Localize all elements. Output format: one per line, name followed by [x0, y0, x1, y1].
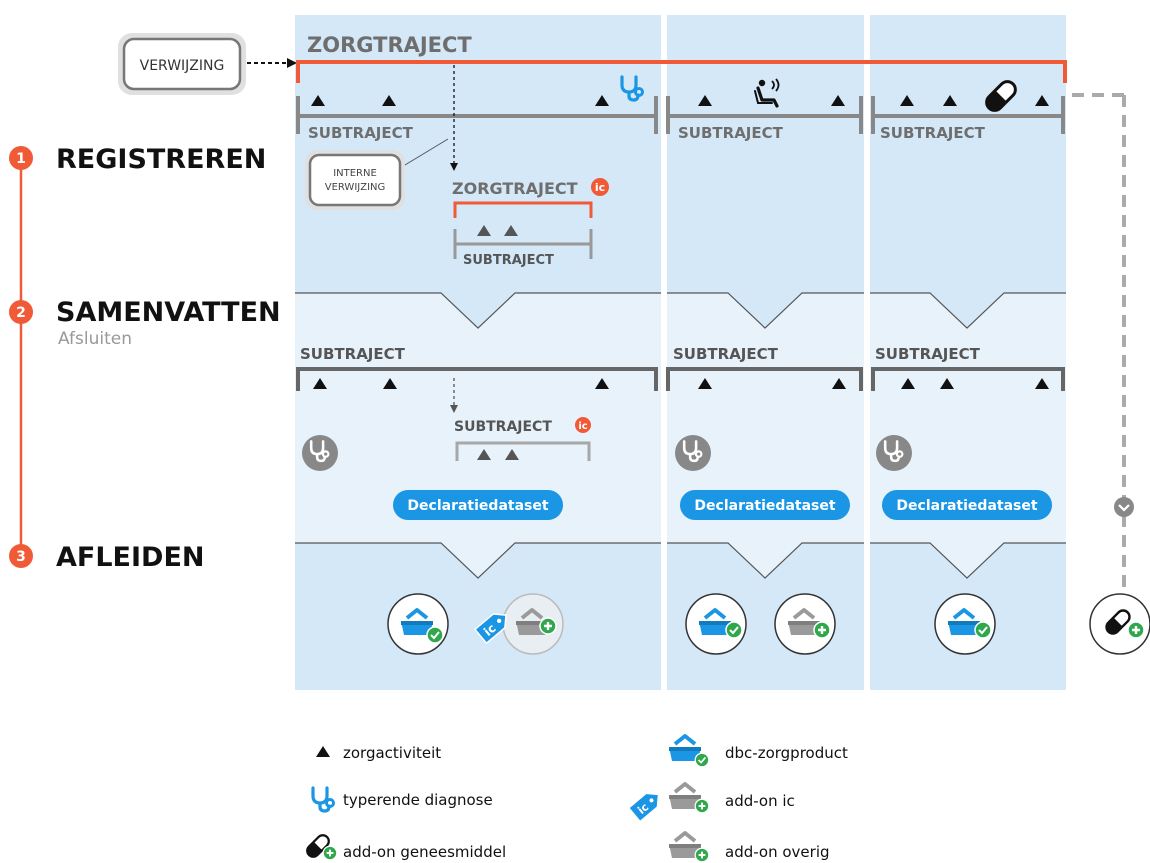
step-1: 1 REGISTREREN: [9, 144, 266, 175]
legend-label-addon-ic: add-on ic: [725, 792, 795, 810]
product-addon-overig-2: [774, 593, 836, 655]
product-dbc-3: [934, 593, 996, 655]
interne-verwijzing-box: INTERNE VERWIJZING: [305, 138, 449, 210]
declaratiedataset-label-3: Declaratiedataset: [896, 498, 1037, 514]
legend-label-zorgactiviteit: zorgactiviteit: [343, 744, 441, 762]
product-dbc-1: [387, 593, 449, 655]
step-2-sublabel: Afsluiten: [58, 329, 132, 349]
legend-item-diagnose: typerende diagnose: [311, 786, 493, 813]
subtraject-sum-label-3: SUBTRAJECT: [875, 345, 981, 363]
ic-tag-icon: ic: [473, 613, 507, 645]
legend-item-geneesmiddel: add-on geneesmiddel: [303, 831, 506, 861]
ic-badge: ic: [591, 178, 609, 196]
step-3-label: AFLEIDEN: [56, 542, 205, 573]
subtraject-sum-label-2: SUBTRAJECT: [673, 345, 779, 363]
legend-item-dbc-zorgproduct: dbc-zorgproduct: [667, 734, 848, 768]
subtraject-ic-sum-label: SUBTRAJECT: [454, 419, 552, 435]
step-1-number: 1: [16, 151, 26, 167]
ic-badge-sum: ic: [575, 417, 591, 433]
step-1-label: REGISTREREN: [56, 144, 266, 175]
legend-item-addon-overig: add-on overig: [667, 831, 830, 863]
legend-label-dbc-zorgproduct: dbc-zorgproduct: [725, 744, 848, 762]
zorgtraject-ic-label: ZORGTRAJECT: [452, 179, 578, 198]
external-path: [1072, 93, 1134, 590]
declaratiedataset-pill-1: Declaratiedataset: [393, 490, 563, 520]
subtraject-label-2: SUBTRAJECT: [678, 124, 784, 142]
diagnose-circle-2: [675, 435, 711, 471]
internal-arrow-sum: [450, 378, 458, 413]
legend: zorgactiviteit typerende diagnose add-on…: [303, 734, 848, 863]
ic-badge-sum-text: ic: [578, 421, 587, 432]
ic-tag-icon: ic: [629, 794, 658, 821]
subtraject-ic-label: SUBTRAJECT: [463, 253, 554, 268]
verwijzing-box: VERWIJZING: [118, 33, 297, 95]
declaratiedataset-pill-2: Declaratiedataset: [680, 490, 850, 520]
step-3: 3 AFLEIDEN: [9, 542, 205, 573]
subtraject-label-1: SUBTRAJECT: [308, 124, 414, 142]
declaratiedataset-label-1: Declaratiedataset: [407, 498, 548, 514]
legend-label-diagnose: typerende diagnose: [343, 791, 493, 809]
zorgtraject-bracket: [296, 60, 1067, 83]
diagnose-circle-1: [302, 435, 338, 471]
stethoscope-icon: [311, 786, 336, 813]
zorgtraject-title: ZORGTRAJECT: [307, 33, 472, 57]
subtraject-bars-top: [296, 96, 1065, 134]
process-steps: 1 REGISTREREN 2 SAMENVATTEN Afsluiten 3 …: [9, 144, 281, 573]
product-addon-geneesmiddel: [1089, 593, 1150, 655]
chair-icon: [754, 78, 780, 108]
ic-badge-text: ic: [595, 181, 605, 194]
triangle-icon: [316, 746, 330, 757]
legend-label-geneesmiddel: add-on geneesmiddel: [343, 843, 506, 861]
product-addon-ic-1: ic: [473, 593, 564, 655]
step-2-number: 2: [16, 305, 26, 321]
step-3-number: 3: [16, 549, 26, 565]
verwijzing-label: VERWIJZING: [140, 58, 225, 74]
diagnose-circle-3: [876, 435, 912, 471]
subtraject-label-3: SUBTRAJECT: [880, 124, 986, 142]
product-dbc-2: [685, 593, 747, 655]
legend-item-addon-ic: ic add-on ic: [629, 782, 795, 821]
step-2-label: SAMENVATTEN: [56, 297, 281, 328]
internal-arrow: [450, 65, 458, 171]
declaratiedataset-pill-3: Declaratiedataset: [882, 490, 1052, 520]
legend-label-addon-overig: add-on overig: [725, 843, 830, 861]
legend-item-zorgactiviteit: zorgactiviteit: [316, 744, 441, 762]
declaratiedataset-label-2: Declaratiedataset: [694, 498, 835, 514]
subtraject-sum-label-1: SUBTRAJECT: [300, 345, 406, 363]
step-2: 2 SAMENVATTEN Afsluiten: [9, 297, 281, 349]
interne-verwijzing-line1: INTERNE: [333, 168, 377, 179]
interne-verwijzing-line2: VERWIJZING: [325, 182, 386, 193]
subtraject-bars-sum: [296, 367, 1065, 391]
